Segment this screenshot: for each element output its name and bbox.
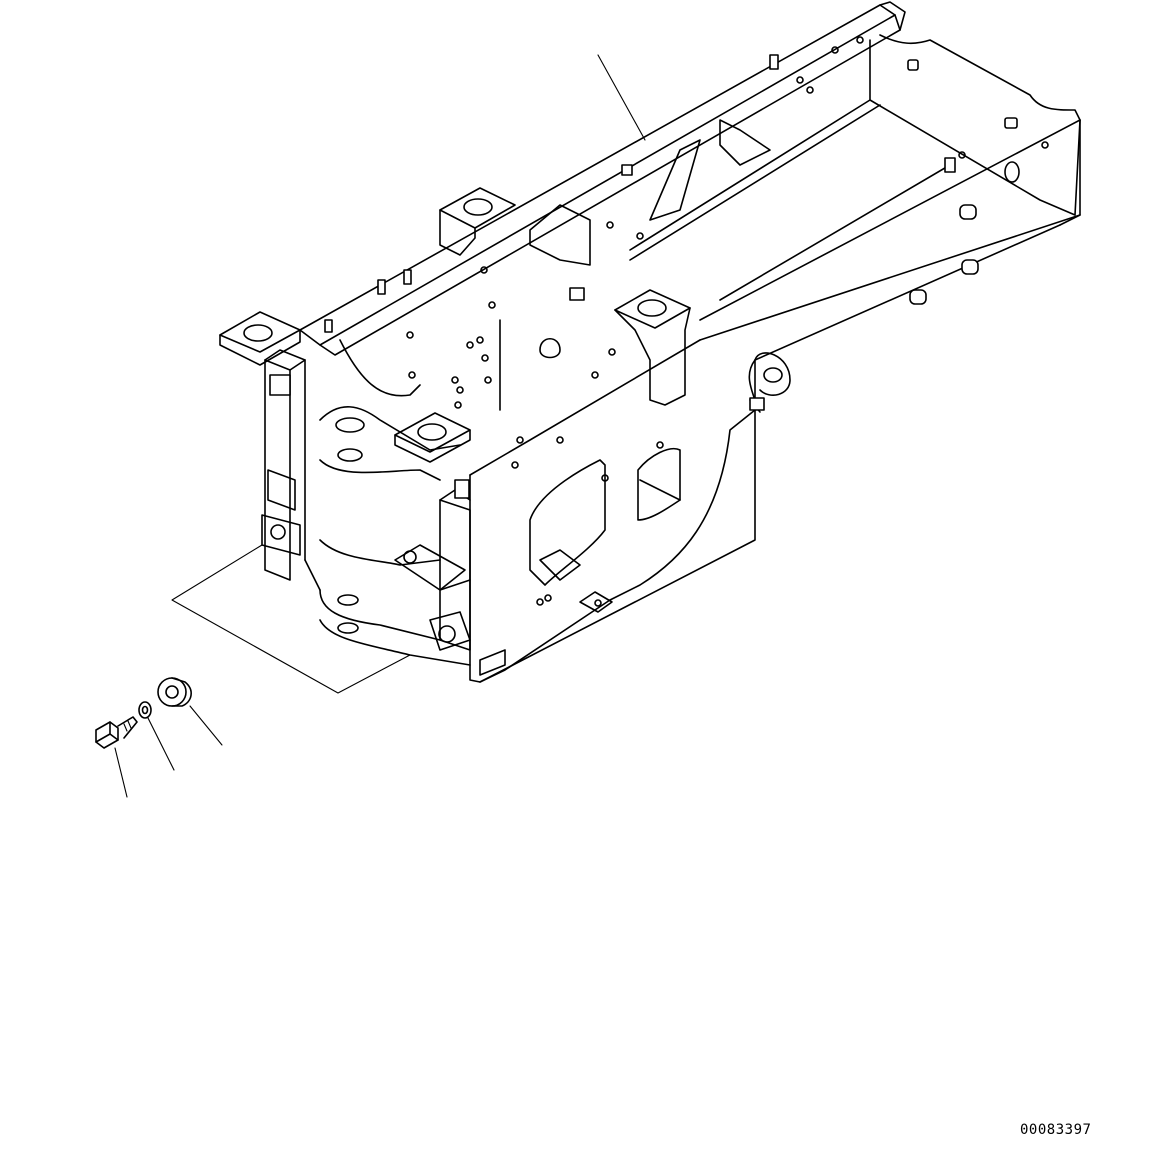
document-number: 00083397 (1020, 1122, 1092, 1138)
mounting-outline (171, 544, 411, 694)
bolt (95, 716, 138, 798)
leader-frame (597, 54, 646, 141)
washer (138, 701, 175, 771)
frame (219, 1, 1081, 683)
spacer (157, 677, 223, 746)
